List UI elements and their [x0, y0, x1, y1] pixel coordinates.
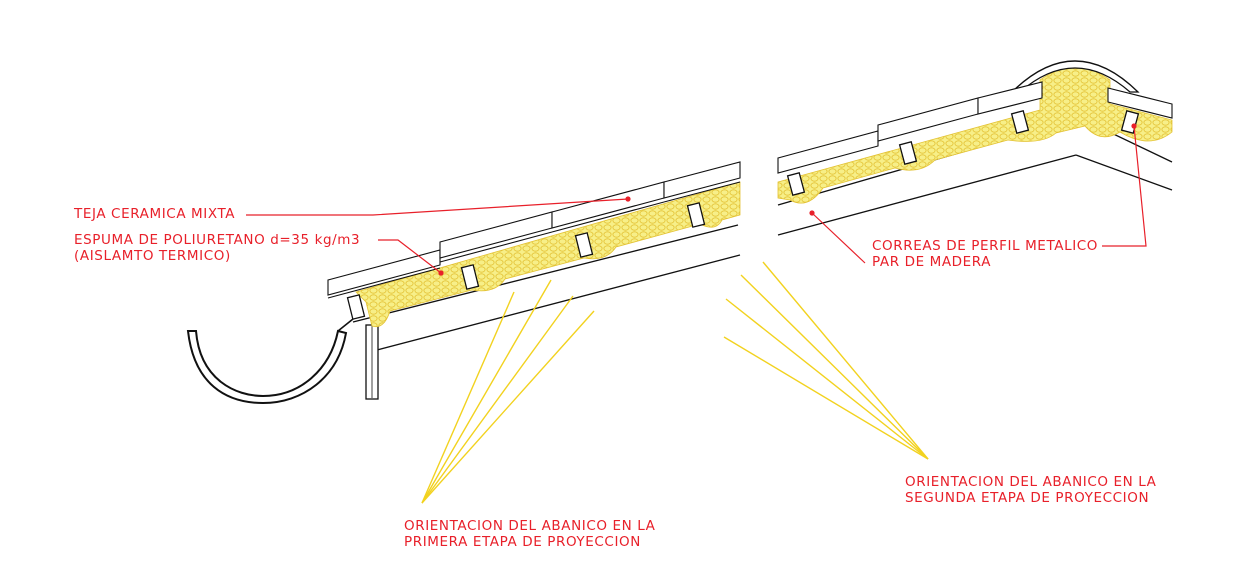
label-purlins-line1: CORREAS DE PERFIL METALICO: [872, 238, 1099, 254]
spray-fan-second-stage: [723, 261, 929, 460]
label-foam: ESPUMA DE POLIURETANO d=35 kg/m3 (AISLAM…: [74, 232, 360, 264]
purlins-right: [786, 109, 1140, 197]
ridge-tile: [1010, 60, 1140, 93]
leader-dots: [438, 123, 1137, 276]
label-fan2-line2: SEGUNDA ETAPA DE PROYECCION: [905, 490, 1150, 506]
label-purlins-line2: PAR DE MADERA: [872, 254, 992, 270]
label-tile: TEJA CERAMICA MIXTA: [74, 206, 236, 222]
label-fan2-line1: ORIENTACION DEL ABANICO EN LA: [905, 474, 1157, 490]
label-fan-second-stage: ORIENTACION DEL ABANICO EN LA SEGUNDA ET…: [905, 474, 1157, 506]
label-foam-line1: ESPUMA DE POLIURETANO d=35 kg/m3: [74, 232, 361, 248]
spray-fan-first-stage: [421, 279, 595, 504]
purlins-left: [346, 202, 706, 320]
leader-lines: [246, 125, 1147, 274]
label-fan1-line2: PRIMERA ETAPA DE PROYECCION: [404, 534, 641, 550]
label-foam-line2: (AISLAMTO TERMICO): [74, 248, 231, 264]
ceramic-tiles-left: [327, 161, 741, 299]
insulation-foam-right: [777, 67, 1173, 204]
left-slope-structure: [352, 224, 741, 400]
label-fan-first-stage: ORIENTACION DEL ABANICO EN LA PRIMERA ET…: [404, 518, 656, 550]
insulation-foam-left: [355, 181, 741, 328]
label-purlins: CORREAS DE PERFIL METALICO PAR DE MADERA: [872, 238, 1098, 270]
ceramic-tiles-right: [777, 81, 1173, 174]
gutter: [186, 329, 348, 405]
label-fan1-line1: ORIENTACION DEL ABANICO EN LA: [404, 518, 656, 534]
